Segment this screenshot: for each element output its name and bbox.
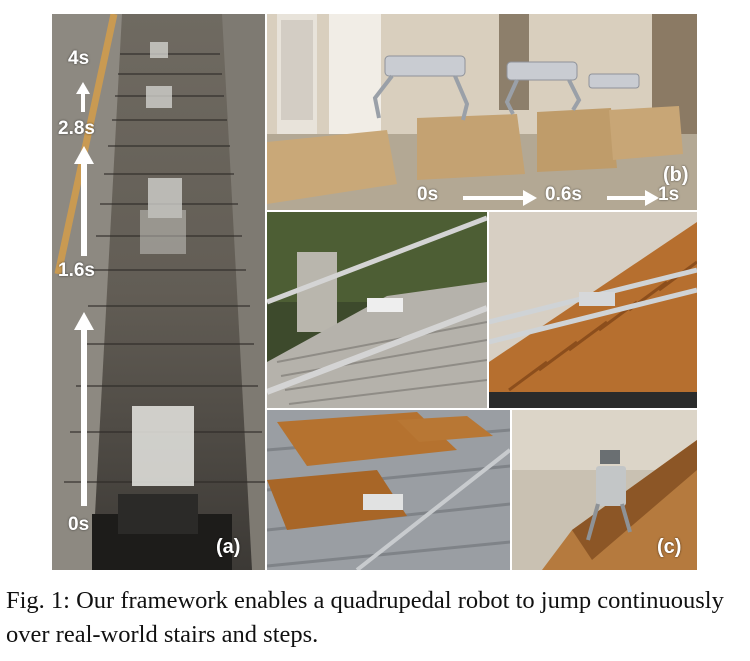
boxes-room-image xyxy=(267,14,697,210)
wooden-blocks-photo xyxy=(267,410,510,570)
time-label-2.8s: 2.8s xyxy=(58,118,95,139)
panel-c-label: (c) xyxy=(657,536,682,558)
panel-a-label: (a) xyxy=(216,536,241,558)
time-label-b-0s: 0s xyxy=(417,184,439,205)
wooden-stairs-image xyxy=(489,212,697,408)
panel-a-photo: 4s 2.8s 1.6s 0s (a) xyxy=(52,14,265,570)
panel-b-label: (b) xyxy=(663,164,689,186)
outdoor-stairs-photo xyxy=(267,212,487,408)
wooden-blocks-image xyxy=(267,410,510,570)
staircase-image xyxy=(52,14,265,570)
wooden-stairs-photo xyxy=(489,212,697,408)
panel-b-photo: 0s 0.6s 1s (b) xyxy=(267,14,697,210)
table-image xyxy=(512,410,697,570)
time-label-4s: 4s xyxy=(68,48,90,69)
panel-c-photo: (c) xyxy=(512,410,697,570)
figure: 4s 2.8s 1.6s 0s (a) xyxy=(52,14,697,570)
time-label-0s: 0s xyxy=(68,514,90,535)
time-label-1.6s: 1.6s xyxy=(58,260,95,281)
outdoor-stairs-image xyxy=(267,212,487,408)
time-label-b-1s: 1s xyxy=(658,184,680,205)
time-label-b-0.6s: 0.6s xyxy=(545,184,582,205)
figure-caption: Fig. 1: Our framework enables a quadrupe… xyxy=(6,587,724,648)
